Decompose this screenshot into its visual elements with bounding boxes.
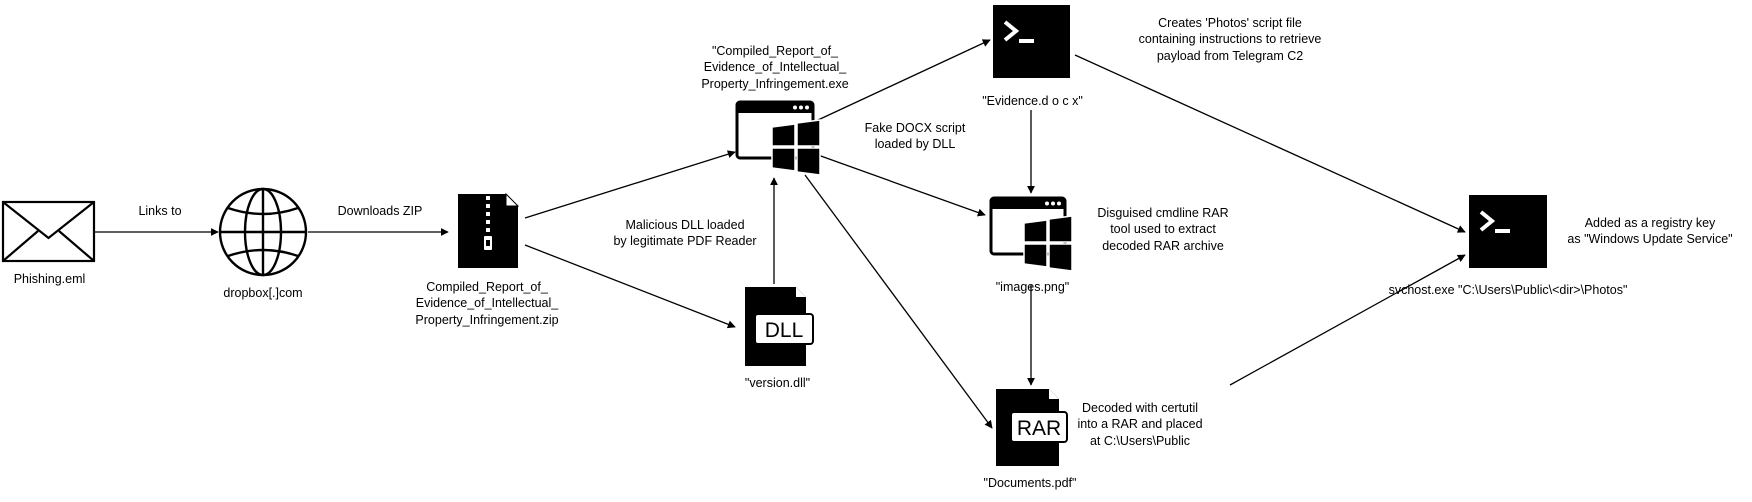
edge-label-decoded-certutil-line-2: into a RAR and placed	[1077, 417, 1203, 432]
terminal-icon-evidence	[993, 5, 1070, 78]
node-label-zip-line-2: Evidence_of_Intellectual_	[415, 296, 559, 311]
edge-exe-to-evidence	[817, 39, 991, 121]
node-label-zip-line-3: Property_Infringement.zip	[415, 312, 559, 327]
node-label-evidence: "Evidence.d o c x"	[982, 94, 1083, 108]
edge-evidence-to-svchost	[1074, 54, 1466, 233]
rar-icon-text: RAR	[1017, 417, 1061, 440]
node-label-images: "images.png"	[995, 280, 1070, 294]
edge-label-disguised-rar-line-1: Disguised cmdline RAR	[1097, 206, 1229, 220]
edge-label-creates-photos-line-3: payload from Telegram C2	[1156, 48, 1304, 63]
edge-zip-to-exe	[524, 150, 736, 219]
node-label-dropbox: dropbox[.]com	[223, 286, 303, 300]
edge-label-fake-docx: Fake DOCX script loaded by DLL	[850, 120, 980, 153]
edge-label-registry-key: Added as a registry key as "Windows Upda…	[1555, 215, 1745, 248]
rar-file-icon: RAR	[996, 389, 1068, 466]
zip-file-icon	[458, 192, 520, 268]
windows-app-icon-images	[989, 196, 1073, 272]
edge-label-decoded-certutil-line-3: at C:\Users\Public	[1089, 433, 1191, 448]
edge-label-links-to: Links to	[138, 204, 182, 218]
windows-app-icon-exe	[735, 100, 821, 176]
dll-file-icon: DLL	[745, 287, 814, 366]
envelope-icon	[1, 200, 96, 263]
edge-label-decoded-certutil-line-1: Decoded with certutil	[1081, 401, 1199, 415]
edge-label-creates-photos-line-1: Creates 'Photos' script file	[1158, 16, 1302, 30]
node-label-documents: "Documents.pdf"	[983, 476, 1077, 490]
node-label-phishing: Phishing.eml	[13, 272, 86, 286]
node-label-exe-line-1: "Compiled_Report_of_	[711, 44, 839, 58]
edge-label-creates-photos-line-2: containing instructions to retrieve	[1138, 32, 1322, 47]
edge-label-registry-key-line-2: as "Windows Update Service"	[1567, 232, 1733, 247]
edge-label-fake-docx-line-2: loaded by DLL	[874, 137, 956, 152]
edge-label-creates-photos: Creates 'Photos' script file containing …	[1120, 15, 1340, 64]
edge-label-disguised-rar-line-2: tool used to extract	[1110, 222, 1216, 237]
node-label-zip-line-1: Compiled_Report_of_	[426, 280, 548, 294]
node-label-svchost: svchost.exe "C:\Users\Public\<dir>\Photo…	[1388, 283, 1628, 297]
dll-icon-text: DLL	[765, 319, 804, 342]
node-label-exe-line-2: Evidence_of_Intellectual_	[703, 60, 847, 75]
edge-label-downloads-zip: Downloads ZIP	[337, 204, 423, 218]
edge-label-malicious-dll-line-1: Malicious DLL loaded	[625, 218, 745, 232]
edge-documents-to-svchost	[1229, 254, 1466, 386]
edge-label-fake-docx-line-1: Fake DOCX script	[864, 121, 966, 135]
edge-label-malicious-dll: Malicious DLL loaded by legitimate PDF R…	[580, 217, 790, 250]
edge-zip-to-dll	[524, 244, 736, 329]
node-label-dll: "version.dll"	[744, 376, 811, 390]
edge-label-registry-key-line-1: Added as a registry key	[1584, 216, 1716, 230]
edge-label-disguised-rar-line-3: decoded RAR archive	[1102, 238, 1224, 253]
edge-exe-to-documents	[804, 174, 993, 429]
edge-exe-to-images	[817, 154, 986, 217]
edge-label-disguised-rar: Disguised cmdline RAR tool used to extra…	[1078, 205, 1248, 254]
node-label-zip: Compiled_Report_of_ Evidence_of_Intellec…	[392, 279, 582, 328]
node-label-exe-line-3: Property_Infringement.exe	[701, 76, 849, 91]
edge-label-malicious-dll-line-2: by legitimate PDF Reader	[613, 234, 757, 249]
node-label-exe: "Compiled_Report_of_ Evidence_of_Intelle…	[680, 43, 870, 92]
terminal-icon-svchost	[1469, 195, 1547, 268]
edge-label-decoded-certutil: Decoded with certutil into a RAR and pla…	[1055, 400, 1225, 449]
globe-icon	[218, 187, 308, 277]
